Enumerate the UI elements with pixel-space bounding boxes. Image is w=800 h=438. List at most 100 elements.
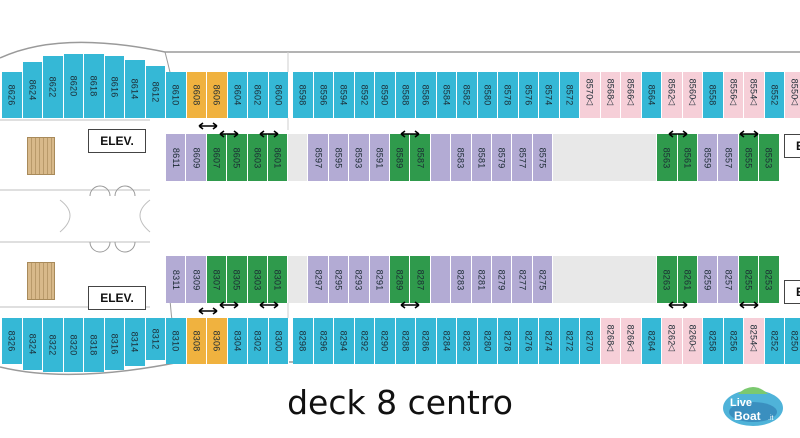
cabin-number: 8566 (625, 78, 636, 99)
cabin-8568: 8568△ (600, 72, 621, 118)
cabin-number: 8575 (537, 147, 548, 168)
cabin-number: 8264 (646, 330, 657, 352)
cabin-8254: 8254△ (744, 318, 765, 364)
cabin-number: 8572 (564, 84, 575, 106)
cabin-8322: 8322 (43, 318, 64, 372)
cabin-number: 8309 (191, 269, 202, 290)
cabin-blank (553, 256, 658, 303)
cabin-number: 8311 (170, 269, 181, 290)
cabin-blank (430, 256, 452, 303)
cabin-number: 8303 (252, 269, 263, 290)
cabin-8318: 8318 (84, 318, 105, 372)
cabin-number: 8607 (211, 147, 222, 168)
cabin-8604: 8604 (227, 72, 248, 118)
cabin-8622: 8622 (43, 56, 64, 118)
cabin-number: 8622 (47, 76, 58, 98)
cabin-8574: 8574 (539, 72, 560, 118)
cabin-number: 8312 (150, 328, 161, 350)
cabin-number: 8281 (476, 269, 487, 290)
cabin-number: 8263 (661, 269, 672, 290)
cabin-number: 8290 (379, 330, 390, 352)
cabin-8326: 8326 (2, 318, 23, 364)
cabin-number: 8581 (476, 147, 487, 168)
cabin-8550: 8550△ (785, 72, 800, 118)
cabin-number: 8598 (297, 84, 308, 106)
cabin-8262: 8262△ (662, 318, 683, 364)
cabin-8603: 8603 (247, 134, 268, 181)
cabin-8553: 8553 (759, 134, 780, 181)
cabin-8295: 8295 (328, 256, 350, 303)
cabin-number: 8590 (379, 84, 390, 106)
accessible-triangle-icon: △ (627, 95, 635, 106)
cabin-number: 8256 (728, 330, 739, 352)
cabin-number: 8560 (687, 78, 698, 99)
cabin-8270: 8270 (580, 318, 601, 364)
cabin-number: 8270 (584, 330, 595, 352)
cabin-number: 8624 (27, 79, 38, 101)
cabin-number: 8589 (394, 147, 405, 168)
cabin-8620: 8620 (63, 54, 84, 118)
cabin-8564: 8564 (641, 72, 662, 118)
elevator-upper: ELEV. (88, 129, 146, 153)
cabin-number: 8326 (6, 330, 17, 352)
cabin-8578: 8578 (498, 72, 519, 118)
cabin-number: 8306 (211, 330, 222, 352)
cabin-8580: 8580 (477, 72, 498, 118)
cabin-number: 8611 (170, 147, 181, 168)
cabin-8584: 8584 (436, 72, 457, 118)
cabin-number: 8276 (523, 330, 534, 352)
connecting-door-arrow-icon (219, 301, 239, 309)
cabin-number: 8253 (763, 269, 774, 290)
cabin-8602: 8602 (248, 72, 269, 118)
cabin-number: 8296 (318, 330, 329, 352)
cabin-number: 8310 (170, 330, 181, 352)
cabin-8304: 8304 (227, 318, 248, 364)
cabin-number: 8584 (441, 84, 452, 106)
cabin-8278: 8278 (498, 318, 519, 364)
cabin-number: 8286 (420, 330, 431, 352)
cabin-8305: 8305 (227, 256, 248, 303)
cabin-number: 8583 (455, 147, 466, 168)
cabin-8320: 8320 (63, 318, 84, 372)
cabin-number: 8252 (769, 330, 780, 352)
cabin-number: 8554 (748, 78, 759, 99)
cabin-8257: 8257 (718, 256, 739, 303)
staircase-lower (27, 262, 55, 300)
cabin-8303: 8303 (247, 256, 268, 303)
connecting-door-arrow-icon (219, 130, 239, 138)
accessible-triangle-icon: △ (750, 95, 758, 106)
cabin-number: 8561 (682, 147, 693, 168)
cabin-number: 8282 (461, 330, 472, 352)
cabin-8594: 8594 (334, 72, 355, 118)
svg-text:Live: Live (730, 397, 752, 409)
cabin-8582: 8582 (457, 72, 478, 118)
cabin-8566: 8566△ (621, 72, 642, 118)
cabin-8280: 8280 (477, 318, 498, 364)
cabin-number: 8552 (769, 84, 780, 106)
cabin-8297: 8297 (308, 256, 329, 303)
cabin-number: 8316 (109, 333, 120, 355)
cabin-8555: 8555 (738, 134, 760, 181)
cabin-number: 8301 (272, 269, 283, 290)
cabin-8308: 8308 (186, 318, 207, 364)
svg-text:.it: .it (768, 415, 774, 422)
cabin-number: 8322 (47, 334, 58, 356)
cabin-number: 8608 (191, 84, 202, 106)
cabin-8310: 8310 (166, 318, 187, 364)
connecting-door-arrow-icon (259, 130, 279, 138)
cabin-8252: 8252 (764, 318, 785, 364)
cabin-8606: 8606 (207, 72, 228, 118)
cabin-number: 8604 (232, 84, 243, 106)
cabin-8253: 8253 (759, 256, 780, 303)
cabin-8274: 8274 (539, 318, 560, 364)
cabin-number: 8262 (666, 324, 677, 345)
cabin-8275: 8275 (532, 256, 554, 303)
cabin-number: 8582 (461, 84, 472, 106)
cabin-8618: 8618 (84, 54, 105, 118)
cabin-8316: 8316 (104, 318, 125, 370)
cabin-number: 8587 (415, 147, 426, 168)
cabin-8276: 8276 (518, 318, 539, 364)
cabin-number: 8259 (702, 269, 713, 290)
cabin-8593: 8593 (349, 134, 370, 181)
lobby-curves (59, 199, 151, 233)
